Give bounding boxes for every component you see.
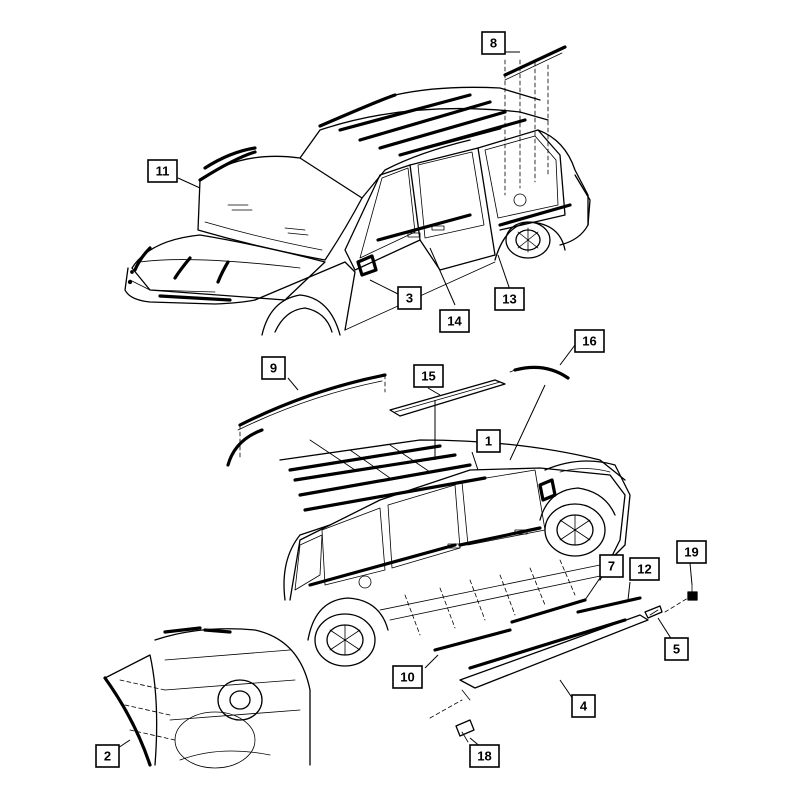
callout-16: 16 bbox=[574, 329, 605, 353]
callout-13-label: 13 bbox=[502, 292, 516, 307]
callout-19-label: 19 bbox=[684, 545, 698, 560]
part-16-rear-molding bbox=[509, 365, 570, 380]
callout-2-label: 2 bbox=[104, 749, 111, 764]
callout-13: 13 bbox=[494, 287, 525, 311]
callout-4-label: 4 bbox=[580, 699, 588, 714]
callout-10: 10 bbox=[392, 665, 423, 689]
callout-12: 12 bbox=[629, 557, 660, 581]
callout-15-label: 15 bbox=[421, 369, 435, 384]
callout-18: 18 bbox=[469, 744, 500, 768]
callout-19: 19 bbox=[676, 540, 707, 564]
callout-1-label: 1 bbox=[485, 434, 492, 449]
part-9-roof-side-molding bbox=[226, 373, 387, 467]
part-18-clip bbox=[455, 719, 475, 743]
part-8-roof-molding bbox=[503, 45, 567, 81]
callout-2: 2 bbox=[95, 744, 120, 768]
callout-11: 11 bbox=[147, 159, 178, 183]
part-4-rocker-molding bbox=[429, 614, 649, 719]
callout-18-label: 18 bbox=[477, 749, 491, 764]
callout-3: 3 bbox=[397, 286, 422, 310]
callout-9-label: 9 bbox=[270, 361, 277, 376]
callout-16-label: 16 bbox=[582, 334, 596, 349]
callout-14: 14 bbox=[439, 309, 470, 333]
part-5-clip bbox=[644, 605, 663, 619]
leader-lines bbox=[117, 51, 693, 749]
callout-7-label: 7 bbox=[608, 559, 615, 574]
part-19-fastener bbox=[664, 584, 698, 613]
callout-3-label: 3 bbox=[406, 291, 413, 306]
part-10-lower-molding bbox=[433, 628, 512, 652]
part-15-drip-molding bbox=[389, 379, 506, 417]
callout-9: 9 bbox=[261, 356, 286, 380]
callout-7: 7 bbox=[599, 554, 624, 578]
callouts: 1 2 3 4 5 7 8 9 bbox=[95, 31, 707, 768]
callout-5: 5 bbox=[664, 637, 689, 661]
callout-1: 1 bbox=[476, 429, 501, 453]
part-11-windshield-molding bbox=[203, 146, 257, 170]
callout-8-label: 8 bbox=[490, 36, 497, 51]
part-7-lower-molding bbox=[510, 598, 587, 624]
callout-4: 4 bbox=[571, 694, 596, 718]
callout-5-label: 5 bbox=[673, 642, 680, 657]
minivan-front-view bbox=[124, 59, 591, 336]
callout-8: 8 bbox=[481, 31, 506, 55]
callout-11-label: 11 bbox=[156, 164, 170, 179]
part-12-sill-molding bbox=[576, 596, 642, 614]
part-2-liftgate-area bbox=[103, 626, 311, 769]
callout-14-label: 14 bbox=[447, 314, 462, 329]
callout-15: 15 bbox=[413, 364, 444, 388]
callout-10-label: 10 bbox=[400, 670, 414, 685]
callout-12-label: 12 bbox=[637, 562, 651, 577]
minivan-rear-view bbox=[279, 439, 631, 667]
